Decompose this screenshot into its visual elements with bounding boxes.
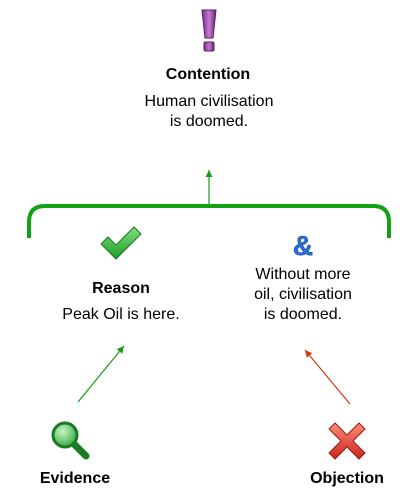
svg-text:&: & <box>293 230 313 260</box>
co-premise-text-line3: is doomed. <box>263 306 343 323</box>
ampersand-icon: & <box>293 230 314 260</box>
co-premise-text-line1: Without more <box>255 266 351 283</box>
objection-link <box>304 349 351 405</box>
red-x-icon <box>328 422 366 460</box>
magnifier-icon <box>51 421 90 460</box>
objection-label: Objection <box>310 470 384 487</box>
contention-label: Contention <box>165 66 251 83</box>
evidence-link <box>77 345 125 403</box>
contention-text-line1: Human civilisation <box>144 93 274 110</box>
reason-label: Reason <box>92 280 150 297</box>
reason-text: Peak Oil is here. <box>62 306 180 323</box>
group-bracket <box>27 204 391 238</box>
exclamation-icon <box>201 9 217 52</box>
contention-text-line2: is doomed. <box>169 113 249 130</box>
evidence-label: Evidence <box>39 470 111 487</box>
checkmark-icon <box>100 226 142 260</box>
co-premise-text-line2: oil, civilisation <box>254 286 352 303</box>
